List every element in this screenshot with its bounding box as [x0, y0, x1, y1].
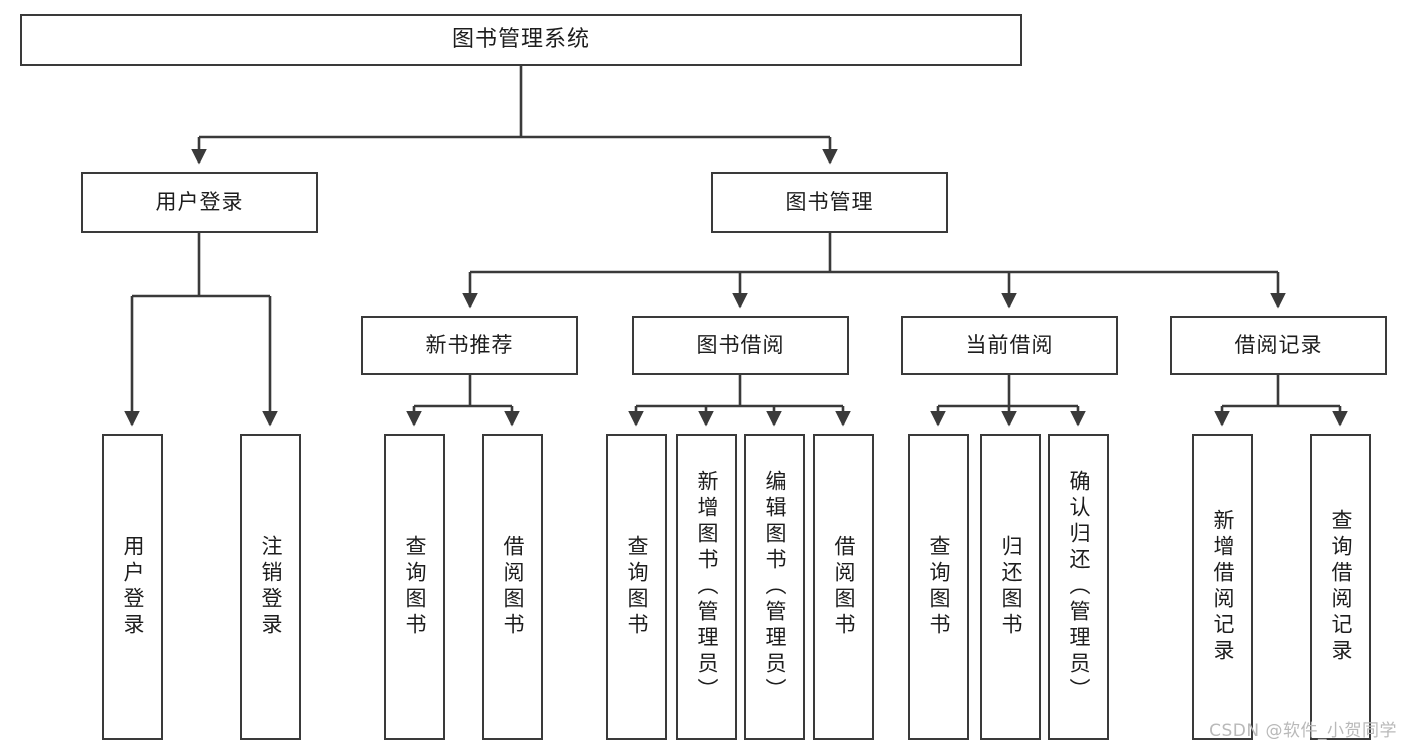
node-label: 用户登录 — [121, 535, 145, 639]
node-label: 查询图书 — [927, 535, 951, 639]
leaf-query-book-recommend[interactable]: 查询图书 — [384, 434, 445, 740]
node-new-book-recommend[interactable]: 新书推荐 — [361, 316, 578, 375]
node-label: 借阅图书 — [501, 535, 525, 639]
leaf-query-book-current[interactable]: 查询图书 — [908, 434, 969, 740]
node-label: 注销登录 — [259, 535, 283, 639]
node-label: 用户登录 — [155, 189, 244, 214]
node-label: 新书推荐 — [425, 332, 514, 357]
node-label: 借阅记录 — [1234, 332, 1323, 357]
leaf-user-logout[interactable]: 注销登录 — [240, 434, 301, 740]
watermark: CSDN @软件_小贺同学 — [1209, 721, 1397, 741]
node-label: 图书管理 — [785, 189, 874, 214]
leaf-confirm-return-admin[interactable]: 确认归还（管理员） — [1048, 434, 1109, 740]
node-label: 新增图书（管理员） — [695, 470, 719, 704]
node-book-borrow[interactable]: 图书借阅 — [632, 316, 849, 375]
leaf-query-book-borrow[interactable]: 查询图书 — [606, 434, 667, 740]
node-label: 图书借阅 — [696, 332, 785, 357]
node-borrow-records[interactable]: 借阅记录 — [1170, 316, 1387, 375]
leaf-add-borrow-record[interactable]: 新增借阅记录 — [1192, 434, 1253, 740]
node-label: 归还图书 — [999, 535, 1023, 639]
node-label: 图书管理系统 — [451, 26, 590, 52]
node-label: 编辑图书（管理员） — [763, 470, 787, 704]
node-current-borrow[interactable]: 当前借阅 — [901, 316, 1118, 375]
leaf-query-borrow-record[interactable]: 查询借阅记录 — [1310, 434, 1371, 740]
node-user-login[interactable]: 用户登录 — [81, 172, 318, 233]
leaf-edit-book-admin[interactable]: 编辑图书（管理员） — [744, 434, 805, 740]
node-label: 查询借阅记录 — [1329, 509, 1353, 665]
node-label: 借阅图书 — [832, 535, 856, 639]
leaf-add-book-admin[interactable]: 新增图书（管理员） — [676, 434, 737, 740]
node-label: 确认归还（管理员） — [1067, 470, 1091, 704]
leaf-return-book[interactable]: 归还图书 — [980, 434, 1041, 740]
node-label: 新增借阅记录 — [1211, 509, 1235, 665]
node-label: 查询图书 — [625, 535, 649, 639]
node-label: 当前借阅 — [965, 332, 1054, 357]
node-label: 查询图书 — [403, 535, 427, 639]
leaf-borrow-book[interactable]: 借阅图书 — [813, 434, 874, 740]
leaf-borrow-book-recommend[interactable]: 借阅图书 — [482, 434, 543, 740]
node-root-system[interactable]: 图书管理系统 — [20, 14, 1022, 66]
leaf-user-login[interactable]: 用户登录 — [102, 434, 163, 740]
node-book-management[interactable]: 图书管理 — [711, 172, 948, 233]
